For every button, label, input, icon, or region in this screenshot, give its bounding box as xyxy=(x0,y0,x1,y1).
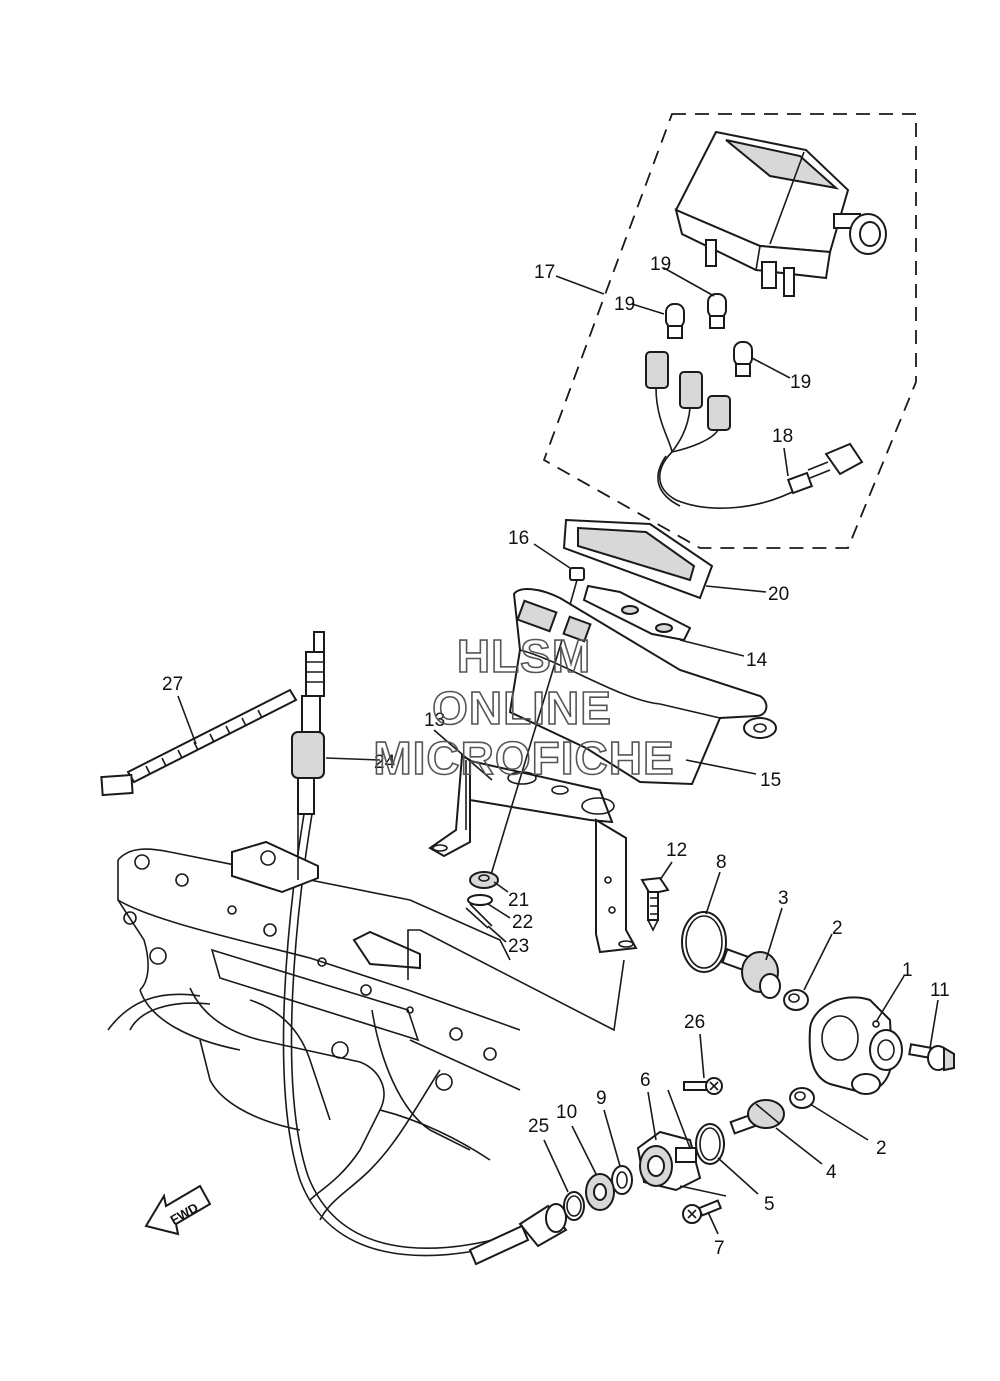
callout-15: 15 xyxy=(760,770,781,791)
callout-10: 10 xyxy=(556,1102,577,1123)
screw-26 xyxy=(667,1077,723,1149)
callout-4: 4 xyxy=(826,1162,837,1183)
clip-23 xyxy=(465,903,493,929)
mount-ref-line-a xyxy=(419,929,625,1032)
speedometer-cable xyxy=(282,631,568,1266)
o-ring-8 xyxy=(681,911,727,973)
callout-12: 12 xyxy=(666,840,687,861)
callout-19b: 19 xyxy=(614,294,635,315)
callout-21: 21 xyxy=(508,890,529,911)
callout-8: 8 xyxy=(716,852,727,873)
callout-17: 17 xyxy=(534,262,555,283)
callout-16: 16 xyxy=(508,528,529,549)
grommet-21 xyxy=(469,871,499,889)
meter-stay xyxy=(428,754,638,954)
watermark-line-1: HLSM xyxy=(457,630,591,682)
meter-cover xyxy=(508,588,777,786)
bulb-b xyxy=(707,293,727,329)
bulb-c xyxy=(733,341,753,377)
meter-unit xyxy=(674,130,887,297)
callout-2b: 2 xyxy=(876,1138,887,1159)
bushing-2a xyxy=(783,989,809,1011)
frame xyxy=(107,840,521,1221)
o-ring-25 xyxy=(563,1191,585,1221)
bulb-a xyxy=(665,303,685,339)
watermark: HLSM ONLINE MICROFICHE xyxy=(373,629,675,785)
callout-26: 26 xyxy=(684,1012,705,1033)
callout-6: 6 xyxy=(640,1070,651,1091)
watermark-line-2: ONLINE xyxy=(432,682,612,734)
callout-9: 9 xyxy=(596,1088,607,1109)
callout-23: 23 xyxy=(508,936,529,957)
housing-6 xyxy=(636,1130,702,1192)
callout-22: 22 xyxy=(512,912,533,933)
callout-2a: 2 xyxy=(832,918,843,939)
callout-27: 27 xyxy=(162,674,183,695)
fwd-arrow-icon: FWD xyxy=(144,1184,212,1236)
meter-panel xyxy=(562,518,714,600)
callout-1: 1 xyxy=(902,960,913,981)
callout-19c: 19 xyxy=(790,372,811,393)
assembly-17-boundary xyxy=(542,113,917,549)
gear-3 xyxy=(721,948,781,999)
seal-10 xyxy=(585,1173,615,1211)
bolt-12 xyxy=(640,876,670,932)
bolt-11 xyxy=(908,1043,955,1072)
callout-25: 25 xyxy=(528,1116,549,1137)
callout-7: 7 xyxy=(714,1238,725,1259)
meter-bracket-plate xyxy=(582,584,692,642)
callout-13: 13 xyxy=(424,710,445,731)
callout-3: 3 xyxy=(778,888,789,909)
callout-14: 14 xyxy=(746,650,768,671)
wire-harness xyxy=(645,351,864,509)
callout-5: 5 xyxy=(764,1194,775,1215)
o-ring-5 xyxy=(695,1123,725,1165)
screw-7 xyxy=(679,1185,727,1224)
washer-9 xyxy=(611,1165,633,1195)
callout-leaders xyxy=(177,267,939,1235)
callout-18: 18 xyxy=(772,426,793,447)
bushing-2b xyxy=(789,1087,815,1109)
watermark-line-3: MICROFICHE xyxy=(373,732,674,784)
gear-4 xyxy=(729,1099,785,1135)
callout-19a: 19 xyxy=(650,254,671,275)
gear-housing-1 xyxy=(808,996,903,1095)
washer-22 xyxy=(467,894,493,906)
callout-20: 20 xyxy=(768,584,789,605)
cable-tie xyxy=(100,688,298,797)
callout-labels: 1 2 2 3 4 5 6 7 8 9 10 11 12 13 14 15 16… xyxy=(162,254,950,1259)
callout-24: 24 xyxy=(374,752,396,773)
callout-11: 11 xyxy=(930,980,950,1001)
